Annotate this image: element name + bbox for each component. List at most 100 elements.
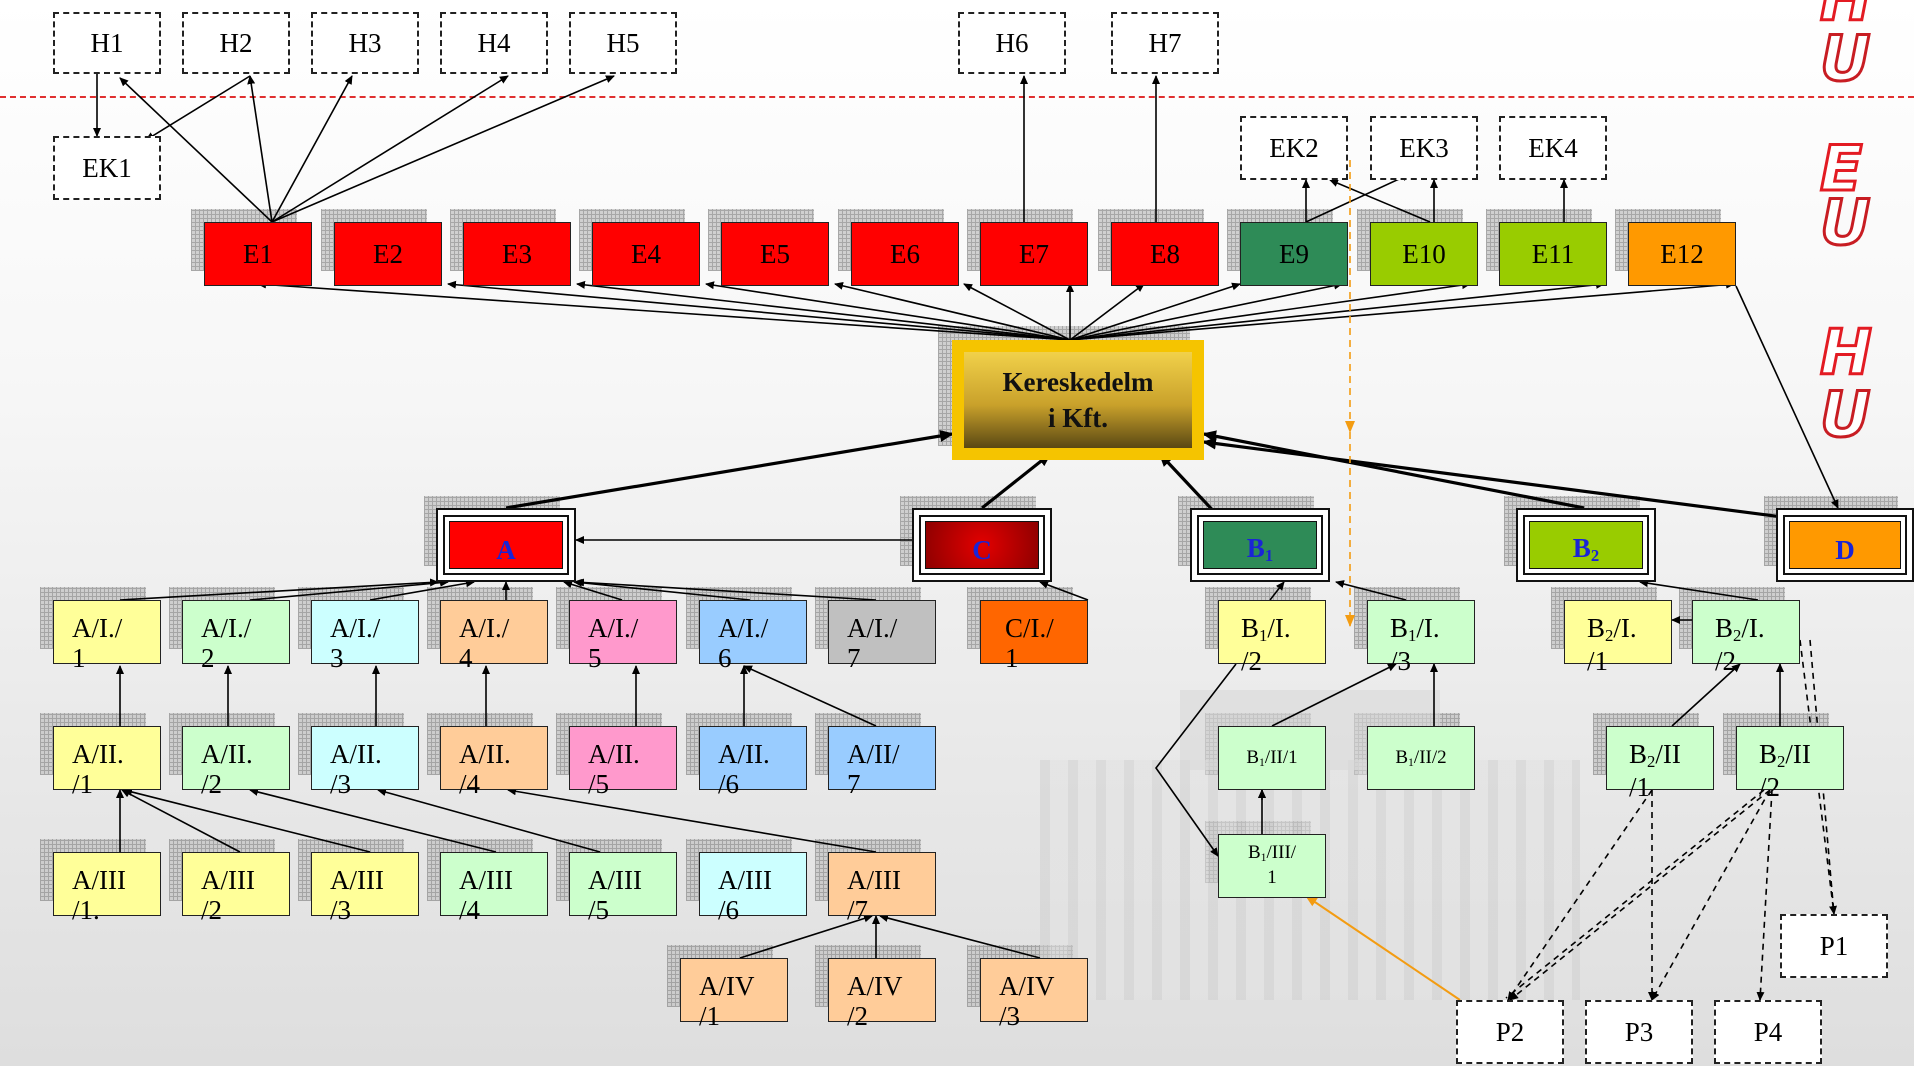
b1-i-3-to-b1-arrow <box>1335 580 1407 601</box>
e10-to-ek2-arrow <box>1329 179 1431 223</box>
a-i-to-a-arrow <box>575 578 877 601</box>
e1-to-h2-arrow <box>247 75 273 223</box>
division-a-label: A <box>449 521 563 569</box>
node-a-iii-7: A/III /7 <box>815 839 936 925</box>
node-b1-i-2: B1/I. /2 <box>1205 587 1326 676</box>
node-a-i-4: A/I./ 4 <box>427 587 548 673</box>
c-i-to-c-arrow <box>1039 581 1089 601</box>
hub-company: Kereskedelm i Kft. <box>938 326 1204 460</box>
hub-to-e-arrow <box>447 280 1071 341</box>
b2-to-p1-dashed-arrow <box>1799 639 1837 915</box>
division-b2: B2 <box>1504 496 1656 582</box>
b1-i-2-to-b1-iii-arrow <box>1155 663 1237 857</box>
node-b1-i-3: B1/I. /3 <box>1354 587 1475 676</box>
node-e1: E1 <box>191 209 312 286</box>
division-b1-label: B1 <box>1203 521 1317 569</box>
a-iv-to-a-iii-arrow <box>739 914 873 959</box>
b2-ii-to-p4-dashed-arrow <box>1756 789 1773 1001</box>
logo-letter: E <box>1818 132 1863 205</box>
node-ek2: EK2 <box>1240 116 1348 180</box>
logo-letter: H <box>1819 316 1874 389</box>
division-d-label: D <box>1789 521 1901 569</box>
node-ek4: EK4 <box>1499 116 1607 180</box>
hub-to-e-arrow <box>963 283 1071 341</box>
node-e5: E5 <box>708 209 829 286</box>
node-ek1: EK1 <box>53 136 161 200</box>
a-i-to-a-arrow <box>573 578 751 601</box>
e1-to-h3-arrow <box>271 75 353 223</box>
b2-ii-to-p3-dashed-arrow <box>1651 789 1771 1001</box>
hub-to-e-arrow <box>576 280 1071 341</box>
node-a-iii-4: A/III /4 <box>427 839 548 925</box>
node-a-ii-2: A/II. /2 <box>169 713 290 799</box>
node-b1-ii-1: B1/II/1 <box>1205 713 1326 790</box>
node-a-i-6: A/I./ 6 <box>686 587 807 673</box>
logo-letter: U <box>1818 378 1871 451</box>
hub-to-e-arrow <box>1069 281 1471 341</box>
node-a-iv-1: A/IV /1 <box>667 945 788 1031</box>
hub-to-e-arrow <box>257 280 1071 341</box>
e1-to-h4-arrow <box>271 75 509 223</box>
b1-i-2-to-b1-arrow <box>1269 581 1285 601</box>
node-a-iii-1: A/III /1. <box>40 839 161 925</box>
division-d: D <box>1764 496 1914 582</box>
division-c-label: C <box>925 521 1039 569</box>
a-i-to-a-arrow <box>369 579 475 601</box>
node-e9: E9 <box>1227 209 1348 286</box>
division-c: C <box>900 496 1052 582</box>
node-a-iv-3: A/IV /3 <box>967 945 1088 1031</box>
hub-to-e-arrow <box>1069 280 1735 341</box>
node-a-i-1: A/I./ 1 <box>40 587 161 673</box>
node-e3: E3 <box>450 209 571 286</box>
node-a-ii-1: A/II. /1 <box>40 713 161 799</box>
node-a-ii-4: A/II. /4 <box>427 713 548 799</box>
division-b2-label: B2 <box>1529 521 1643 569</box>
division-b1: B1 <box>1178 496 1330 582</box>
node-p1: P1 <box>1780 914 1888 978</box>
node-e11: E11 <box>1486 209 1607 286</box>
node-a-iii-6: A/III /6 <box>686 839 807 925</box>
node-e8: E8 <box>1098 209 1219 286</box>
node-h5: H5 <box>569 12 677 74</box>
a-i-to-a-arrow <box>119 578 439 601</box>
node-a-i-5: A/I./ 5 <box>556 587 677 673</box>
hub-to-e-arrow <box>1069 282 1241 341</box>
node-a-i-2: A/I./ 2 <box>169 587 290 673</box>
a-to-hub-arrow <box>505 430 954 510</box>
hub-label: Kereskedelm i Kft. <box>964 352 1192 448</box>
node-h4: H4 <box>440 12 548 74</box>
node-h6: H6 <box>958 12 1066 74</box>
e9-to-ek3-arrow <box>1305 173 1411 223</box>
a-ii-7-to-a-i-6-arrow <box>743 665 877 727</box>
node-p3: P3 <box>1585 1000 1693 1064</box>
node-b2-i-2: B2/I. /2 <box>1679 587 1800 676</box>
node-e6: E6 <box>838 209 959 286</box>
b2-ii-to-p2-dashed-arrow <box>1507 789 1653 1001</box>
node-a-ii-3: A/II. /3 <box>298 713 419 799</box>
c-to-hub-arrow <box>981 452 1052 510</box>
h2-to-ek1-arrow <box>145 75 251 141</box>
node-p4: P4 <box>1714 1000 1822 1064</box>
node-a-iii-3: A/III /3 <box>298 839 419 925</box>
b2-i-2-to-b2-arrow <box>1639 579 1759 601</box>
node-a-iii-2: A/III /2 <box>169 839 290 925</box>
node-a-i-7: A/I./ 7 <box>815 587 936 673</box>
node-e4: E4 <box>579 209 700 286</box>
a-iii-to-a-ii-arrow <box>123 788 371 853</box>
b2-ii-to-p2-dashed-arrow <box>1505 789 1765 999</box>
node-h7: H7 <box>1111 12 1219 74</box>
node-h3: H3 <box>311 12 419 74</box>
node-c-i-1: C/I./ 1 <box>967 587 1088 673</box>
node-a-ii-7: A/II/ 7 <box>815 713 936 799</box>
division-a: A <box>424 496 576 582</box>
hub-to-e-arrow <box>1069 281 1343 341</box>
b2-ii-to-p2-dashed-arrow <box>1509 789 1771 1001</box>
b1-ii-1-to-b1-i-3-arrow <box>1271 663 1397 727</box>
d-to-hub-arrow <box>1202 437 1791 520</box>
separator-line <box>0 96 1914 98</box>
a-iii-to-a-ii-arrow <box>121 789 241 853</box>
node-a-ii-5: A/II. /5 <box>556 713 677 799</box>
node-a-ii-6: A/II. /6 <box>686 713 807 799</box>
b2-ii-1-to-b2-i-2-arrow <box>1671 663 1741 727</box>
